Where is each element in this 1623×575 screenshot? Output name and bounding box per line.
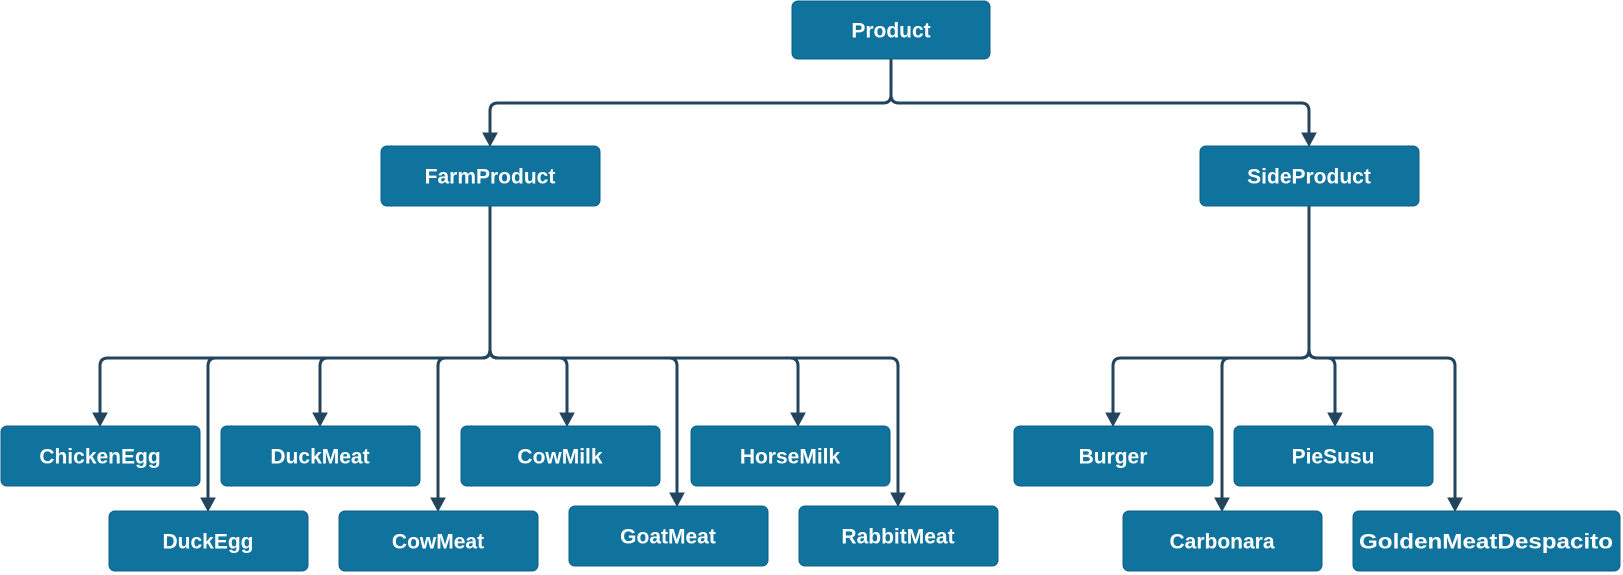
edge-farm-product-to-duck-meat [312,206,492,428]
arrowhead-icon [669,492,685,508]
node-cow-meat[interactable]: CowMeat [338,510,539,572]
edge-side-product-to-pie-susu [1307,206,1343,428]
edge-line [98,206,492,414]
edge-line [318,206,492,414]
node-rabbit-meat[interactable]: RabbitMeat [798,505,999,567]
node-duck-egg[interactable]: DuckEgg [108,510,309,572]
node-cow-milk-label: CowMilk [517,446,602,469]
edge-line [889,59,1311,134]
node-product[interactable]: Product [791,0,991,60]
node-pie-susu-box [1233,425,1434,487]
node-farm-product[interactable]: FarmProduct [380,145,601,207]
node-rabbit-meat-label: RabbitMeat [841,526,954,549]
node-duck-meat-box [220,425,421,487]
node-cow-meat-box [338,510,539,572]
arrowhead-icon [200,497,216,513]
node-golden-meat-despacito-box [1352,510,1621,572]
node-chicken-egg-box [0,425,201,487]
arrowhead-icon [1105,412,1121,428]
node-chicken-egg-label: ChickenEgg [39,446,160,469]
edge-farm-product-to-cow-milk [488,206,575,428]
node-rabbit-meat-box [798,505,999,567]
edge-line [488,206,900,494]
edge-side-product-to-burger [1105,206,1311,428]
node-carbonara-box [1122,510,1323,572]
node-duck-egg-label: DuckEgg [162,531,253,554]
node-horse-milk-label: HorseMilk [740,446,841,469]
edges-layer [92,59,1463,513]
node-horse-milk-box [690,425,891,487]
node-side-product[interactable]: SideProduct [1199,145,1420,207]
edge-line [488,206,800,414]
node-cow-milk[interactable]: CowMilk [460,425,661,487]
node-farm-product-box [380,145,601,207]
edge-line [1111,206,1311,414]
node-burger-box [1013,425,1214,487]
arrowhead-icon [1327,412,1343,428]
node-goat-meat[interactable]: GoatMeat [568,505,769,567]
node-cow-meat-label: CowMeat [392,531,484,554]
node-product-label: Product [851,20,930,43]
edge-farm-product-to-chicken-egg [92,206,492,428]
edge-product-to-farm-product [482,59,893,148]
node-cow-milk-box [460,425,661,487]
node-farm-product-label: FarmProduct [425,166,556,189]
edge-line [1307,206,1337,414]
node-product-box [791,0,991,60]
node-chicken-egg[interactable]: ChickenEgg [0,425,201,487]
arrowhead-icon [790,412,806,428]
node-carbonara-label: Carbonara [1169,531,1274,554]
edge-side-product-to-golden-meat-despacito [1307,206,1463,513]
node-side-product-box [1199,145,1420,207]
node-golden-meat-despacito-label: GoldenMeatDespacito [1359,531,1613,554]
node-horse-milk[interactable]: HorseMilk [690,425,891,487]
edge-product-to-side-product [889,59,1317,148]
node-duck-meat-label: DuckMeat [270,446,369,469]
arrowhead-icon [1301,132,1317,148]
node-golden-meat-despacito[interactable]: GoldenMeatDespacito [1352,510,1621,572]
edge-line [488,59,893,134]
arrowhead-icon [1214,497,1230,513]
node-burger-label: Burger [1079,446,1148,469]
arrowhead-icon [482,132,498,148]
arrowhead-icon [1447,497,1463,513]
arrowhead-icon [890,492,906,508]
edge-farm-product-to-rabbit-meat [488,206,906,508]
arrowhead-icon [92,412,108,428]
node-duck-meat[interactable]: DuckMeat [220,425,421,487]
node-side-product-label: SideProduct [1247,166,1371,189]
node-pie-susu-label: PieSusu [1292,446,1375,469]
node-goat-meat-label: GoatMeat [620,526,716,549]
node-goat-meat-box [568,505,769,567]
node-carbonara[interactable]: Carbonara [1122,510,1323,572]
node-duck-egg-box [108,510,309,572]
arrowhead-icon [559,412,575,428]
edge-line [1307,206,1457,499]
arrowhead-icon [312,412,328,428]
arrowhead-icon [430,497,446,513]
node-burger[interactable]: Burger [1013,425,1214,487]
edge-farm-product-to-horse-milk [488,206,806,428]
edge-line [488,206,569,414]
node-pie-susu[interactable]: PieSusu [1233,425,1434,487]
